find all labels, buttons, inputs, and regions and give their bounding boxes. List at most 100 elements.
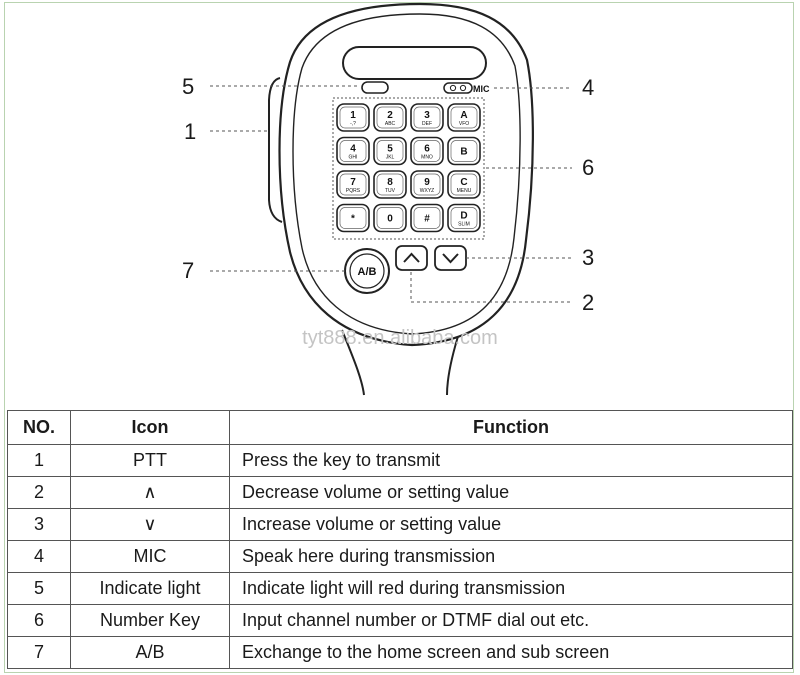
- keypad-key-sublabel: ABC: [385, 121, 396, 127]
- table-row: 7 A/B Exchange to the home screen and su…: [7, 636, 793, 669]
- header-function: Function: [229, 410, 793, 445]
- callout-5: 5: [182, 74, 194, 99]
- row-no: 2: [7, 476, 71, 509]
- table-header-row: NO. Icon Function: [7, 410, 793, 445]
- row-function: Indicate light will red during transmiss…: [229, 572, 793, 605]
- keypad-key-shape: [336, 203, 370, 233]
- indicate-light: [361, 81, 389, 94]
- mic-hole: [459, 84, 467, 92]
- row-icon: ∨: [70, 508, 230, 541]
- table-row: 2 ∧ Decrease volume or setting value: [7, 476, 793, 509]
- keypad-key-sublabel: -,?: [350, 121, 356, 127]
- keypad-key-inner: [450, 207, 478, 229]
- keypad-key-inner: [413, 106, 441, 129]
- header-icon: Icon: [70, 410, 230, 445]
- keypad-key-label: 5: [387, 144, 393, 155]
- up-key: [395, 245, 428, 271]
- keypad-key-label: 3: [424, 110, 430, 121]
- keypad-key-inner: [376, 173, 404, 196]
- callout-4: 4: [582, 75, 594, 100]
- keypad-key-sublabel: SLIM: [458, 222, 470, 228]
- row-no: 1: [7, 444, 71, 477]
- callout-6: 6: [582, 155, 594, 180]
- keypad-key-label: 7: [350, 177, 356, 188]
- keypad-key-label: 2: [387, 110, 393, 121]
- keypad-key-shape: [447, 136, 481, 166]
- keypad-key-shape: [447, 203, 481, 233]
- ab-key-label: A/B: [358, 266, 377, 278]
- keypad-key-label: 9: [424, 177, 430, 188]
- keypad-key-label: B: [460, 147, 467, 158]
- figure-frame: [4, 2, 794, 673]
- keypad-key-inner: [450, 106, 478, 129]
- keypad-key-shape: [336, 103, 370, 132]
- row-function: Press the key to transmit: [229, 444, 793, 477]
- keypad-key-label: *: [351, 214, 355, 225]
- mic-label: MIC: [473, 84, 490, 94]
- table-row: 5 Indicate light Indicate light will red…: [7, 572, 793, 605]
- keypad-key-label: C: [460, 177, 467, 188]
- watermark: tyt888.en.alibaba.com: [302, 327, 498, 349]
- row-function: Exchange to the home screen and sub scre…: [229, 636, 793, 669]
- keypad-key-inner: [339, 207, 367, 229]
- row-no: 4: [7, 540, 71, 573]
- keypad-key-inner: [376, 106, 404, 129]
- keypad-key-inner: [339, 173, 367, 196]
- chevron-up-icon: [403, 252, 420, 263]
- row-function: Input channel number or DTMF dial out et…: [229, 604, 793, 637]
- row-no: 3: [7, 508, 71, 541]
- row-function: Speak here during transmission: [229, 540, 793, 573]
- keypad-key-inner: [413, 173, 441, 196]
- keypad-key-sublabel: PQRS: [346, 188, 361, 194]
- keypad-key-shape: [410, 170, 444, 199]
- leader-line-2: [410, 272, 572, 303]
- keypad-key-inner: [339, 106, 367, 129]
- keypad-key: 0: [373, 203, 407, 233]
- ptt-key: [268, 77, 283, 223]
- keypad-key-sublabel: MNO: [421, 155, 433, 161]
- keypad-key: #: [410, 203, 444, 233]
- keypad-key: B: [447, 136, 481, 166]
- keypad-key-sublabel: MENU: [457, 188, 472, 194]
- table-row: 6 Number Key Input channel number or DTM…: [7, 604, 793, 637]
- row-function: Increase volume or setting value: [229, 508, 793, 541]
- callout-7: 7: [182, 258, 194, 283]
- keypad-key-label: 8: [387, 177, 393, 188]
- keypad-key-shape: [373, 103, 407, 132]
- keypad-key-inner: [450, 140, 478, 162]
- microphone-body-inner: [292, 13, 521, 335]
- keypad-key-inner: [339, 140, 367, 162]
- mic-hole: [449, 84, 457, 92]
- keypad-key-sublabel: VFO: [459, 121, 469, 127]
- keypad-key-label: D: [460, 211, 467, 222]
- table-row: 4 MIC Speak here during transmission: [7, 540, 793, 573]
- ab-key-inner: [349, 253, 385, 289]
- keypad-key-label: A: [460, 110, 467, 121]
- table-row: 3 ∨ Increase volume or setting value: [7, 508, 793, 541]
- keypad-key-inner: [413, 207, 441, 229]
- callout-1: 1: [184, 119, 196, 144]
- callout-2: 2: [582, 290, 594, 315]
- keypad-key-shape: [410, 203, 444, 233]
- keypad-key-sublabel: TUV: [385, 188, 396, 194]
- keypad-key-shape: [410, 103, 444, 132]
- row-no: 6: [7, 604, 71, 637]
- keypad-key-sublabel: WXYZ: [420, 188, 434, 194]
- row-no: 7: [7, 636, 71, 669]
- row-function: Decrease volume or setting value: [229, 476, 793, 509]
- display-window: [342, 46, 487, 80]
- row-icon: Number Key: [70, 604, 230, 637]
- row-icon: A/B: [70, 636, 230, 669]
- row-icon: MIC: [70, 540, 230, 573]
- keypad-key-label: 1: [350, 110, 356, 121]
- down-key: [434, 245, 467, 271]
- row-icon: Indicate light: [70, 572, 230, 605]
- keypad-key-shape: [373, 203, 407, 233]
